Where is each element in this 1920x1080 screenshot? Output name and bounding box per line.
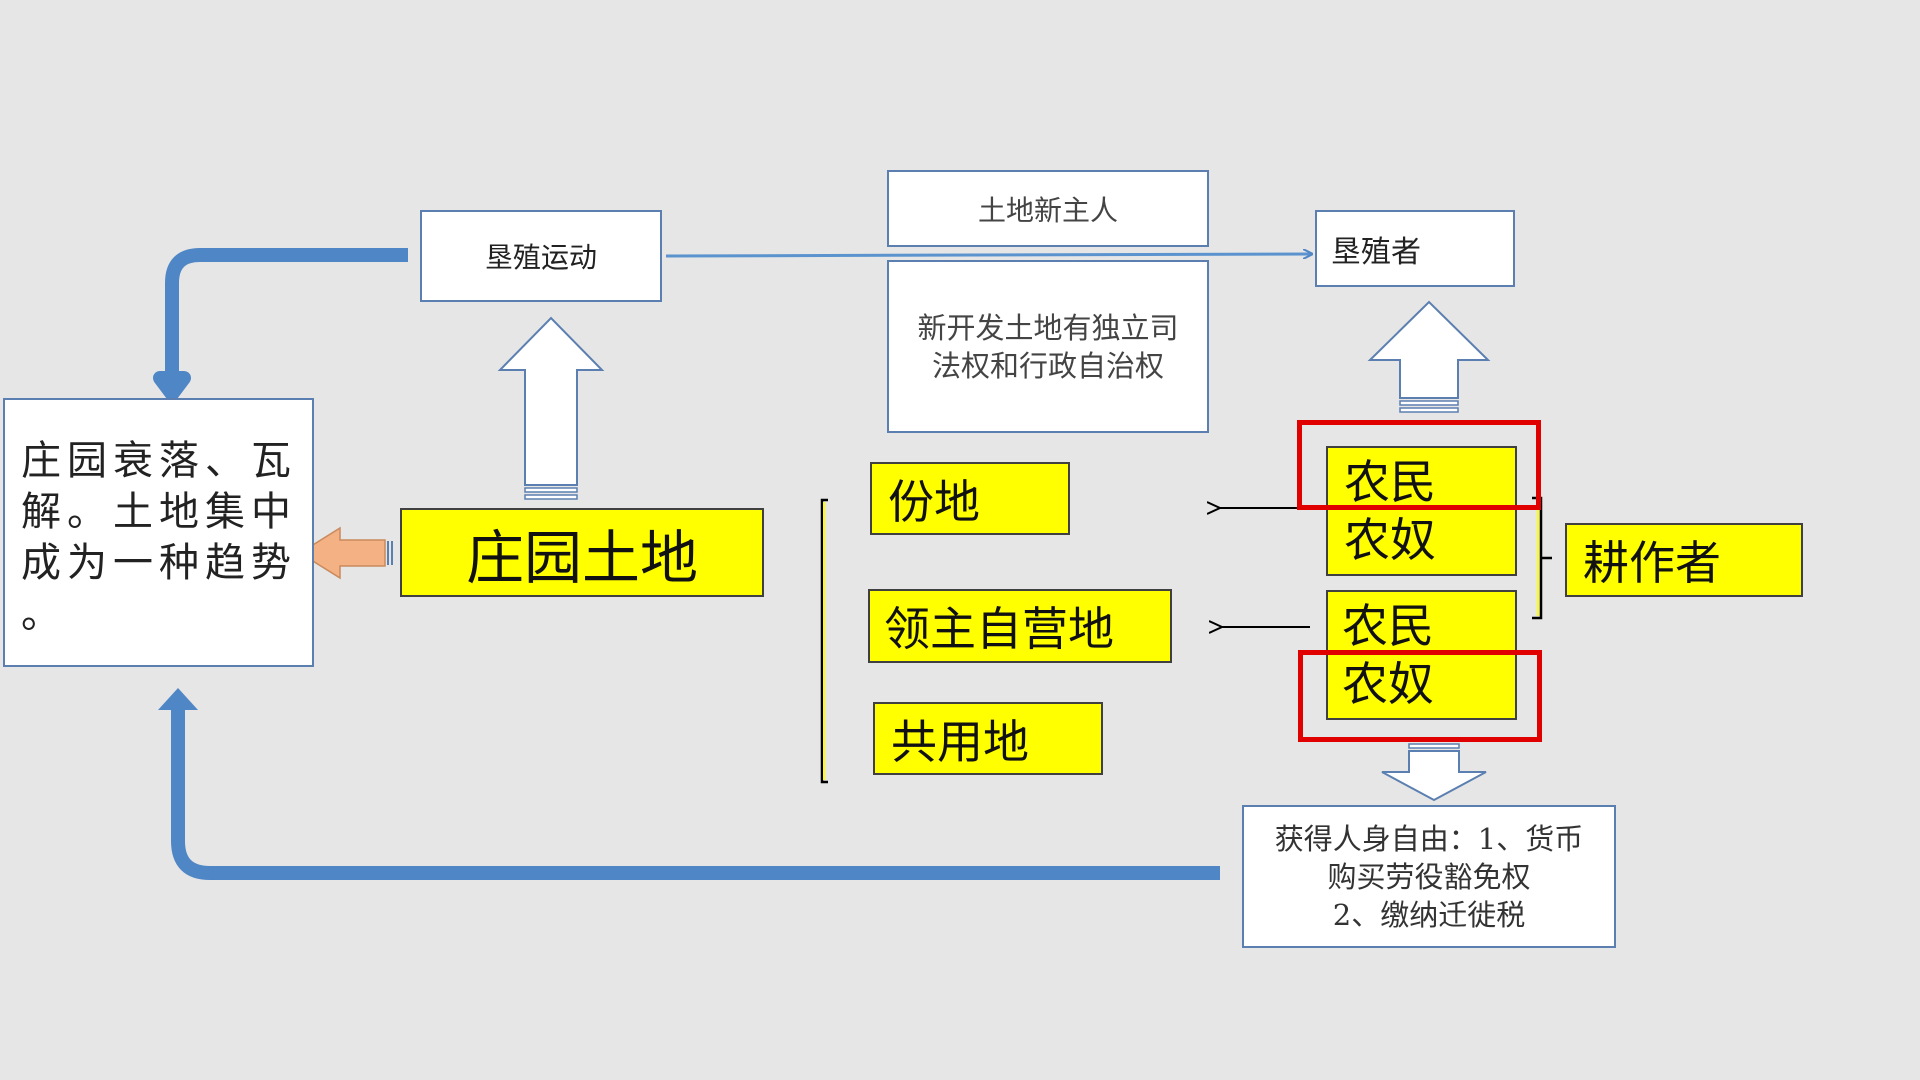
emphasis-frame-peasant (1297, 420, 1541, 510)
reclamation-box: 垦殖运动 (420, 210, 662, 302)
common-land-label: 共用地 (891, 714, 1029, 769)
land-types-bracket (820, 498, 828, 784)
new-owner-box: 土地新主人 (887, 170, 1209, 247)
curved-arrow-reclamation-to-decline (153, 248, 408, 401)
cultivator-group-1: 农民 农奴 (1326, 446, 1517, 576)
demesne-box: 领主自营地 (868, 589, 1172, 663)
freedom-box: 获得人身自由：1、货币 购买劳役豁免权 2、缴纳迁徙税 (1242, 805, 1616, 948)
emphasis-frame-serf (1298, 650, 1542, 742)
cultivators-bracket (1532, 496, 1552, 620)
decline-line-4: 。 (21, 591, 67, 637)
group2-serf-label: 农奴 (1342, 657, 1434, 711)
settlers-box: 垦殖者 (1315, 210, 1515, 287)
reclamation-label: 垦殖运动 (484, 241, 597, 274)
freedom-line-3: 2、缴纳迁徙税 (1332, 897, 1526, 932)
group2-peasant-label: 农民 (1342, 599, 1434, 653)
manor-land-box: 庄园土地 (400, 508, 764, 597)
decline-box: 庄园衰落、瓦 解。土地集中 成为一种趋势 。 (3, 398, 314, 667)
curved-arrow-head-top (155, 378, 189, 396)
cultivators-label: 耕作者 (1583, 536, 1721, 590)
group1-serf-label: 农奴 (1344, 513, 1436, 567)
autonomy-line-2: 法权和行政自治权 (931, 348, 1164, 383)
demesne-label: 领主自营地 (884, 602, 1114, 656)
cultivators-box: 耕作者 (1565, 523, 1803, 597)
freedom-line-1: 获得人身自由：1、货币 (1274, 821, 1584, 856)
allotment-label: 份地 (888, 474, 980, 529)
curved-arrow-head-bottom (158, 688, 198, 710)
decline-line-1: 庄园衰落、瓦 (21, 438, 297, 484)
manor-land-label: 庄园土地 (465, 523, 698, 592)
allotment-box: 份地 (870, 462, 1070, 535)
autonomy-line-1: 新开发土地有独立司 (917, 310, 1179, 345)
cultivator-group-2: 农民 农奴 (1326, 590, 1517, 720)
hollow-up-arrow-manor (497, 316, 605, 500)
autonomy-box: 新开发土地有独立司 法权和行政自治权 (887, 260, 1209, 433)
group1-peasant-label: 农民 (1344, 455, 1436, 509)
curved-arrow-freedom-to-decline (171, 708, 1220, 880)
flow-arrow-reclamation-to-settlers (665, 254, 1312, 256)
settlers-label: 垦殖者 (1331, 234, 1421, 270)
hollow-down-arrow-serf (1381, 743, 1487, 802)
orange-left-arrow (298, 526, 393, 580)
decline-line-3: 成为一种趋势 (21, 540, 297, 586)
freedom-line-2: 购买劳役豁免权 (1327, 859, 1531, 894)
common-land-box: 共用地 (873, 702, 1103, 775)
hollow-up-arrow-peasant (1367, 300, 1491, 413)
new-owner-label: 土地新主人 (977, 193, 1118, 227)
decline-line-2: 解。土地集中 (21, 489, 297, 535)
